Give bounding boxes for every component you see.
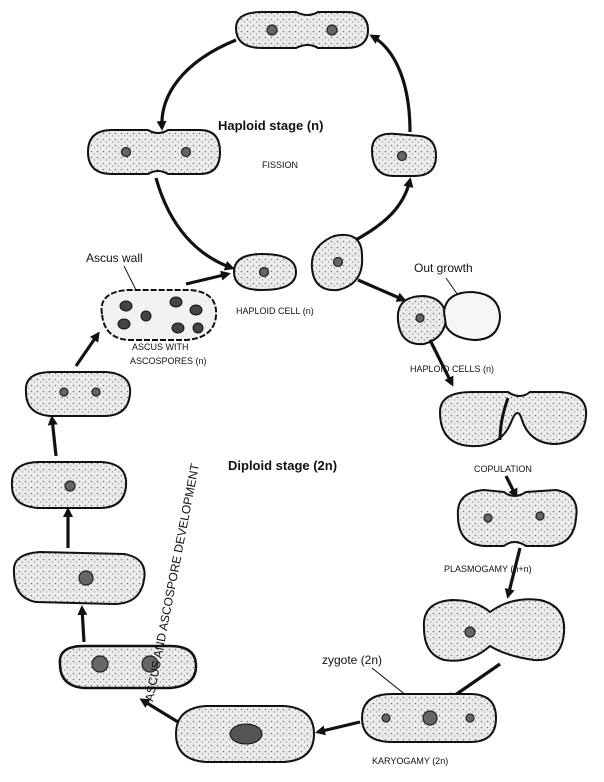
dividing-cell-right [370, 132, 438, 177]
plasmogamy-cells [456, 488, 578, 547]
diploid-stage-label: Diploid stage (2n) [228, 458, 337, 473]
ascus-dev-cell-3 [12, 550, 146, 606]
arrow-left-to-bottom [154, 177, 235, 271]
ascospore-5 [189, 304, 203, 316]
haploid-cells-with-outgrowth [396, 290, 502, 346]
copulation-label: COPULATION [474, 464, 532, 474]
arrow-top-to-left [156, 38, 237, 131]
ascus-dev-cell-4 [10, 461, 128, 509]
arrow-plasmogamy-to-fusion [504, 547, 522, 599]
arrow-zygote-to-ascus-dev [315, 720, 361, 736]
ascospore-1 [119, 300, 133, 312]
karyogamy-label: KARYOGAMY (2n) [372, 756, 448, 766]
ascus-with-label: ASCUS WITH [132, 342, 189, 352]
ascus-dev-cell-2 [58, 644, 198, 690]
zygote-label: zygote (2n) [322, 653, 382, 667]
plasmogamy-label: PLASMOGAMY (n+n) [444, 564, 532, 574]
haploid-cycle: Haploid stage (n) FISSION [86, 11, 438, 271]
haploid-stage-label: Haploid stage (n) [218, 118, 323, 133]
ascospore-7 [192, 322, 204, 334]
haploid-cell-left [232, 252, 298, 292]
copulation-cells [438, 391, 588, 448]
ascospores-label: ASCOSPORES (n) [130, 356, 207, 366]
arrow-outgrowth-to-cells [428, 339, 454, 387]
haploid-cell-right [310, 234, 364, 292]
haploid-cell-label: HAPLOID CELL (n) [236, 306, 314, 316]
ascospore-3 [140, 310, 152, 322]
arrow-dev-4-to-5 [47, 415, 58, 457]
arrow-bottom-to-right [351, 177, 414, 244]
arrow-dev-1-to-2 [139, 698, 179, 724]
dividing-cell-top [234, 11, 370, 49]
arrow-haploid-to-outgrowth [357, 278, 407, 302]
arrow-copulation-to-plasmogamy [504, 475, 518, 499]
zygote-cell [360, 693, 498, 743]
fusing-cells [422, 598, 566, 662]
ascus-wall-label: Ascus wall [86, 251, 143, 265]
arrow-dev-5-to-ascus [74, 331, 100, 367]
arrow-right-to-top [369, 34, 412, 133]
ascus-with-ascospores [100, 289, 218, 341]
ascospore-2 [117, 318, 131, 330]
ascus-dev-cell-1 [174, 705, 316, 763]
dividing-cell-left [86, 129, 222, 175]
ascospore-6 [171, 322, 185, 334]
arrow-ascus-to-haploid [185, 270, 231, 286]
ascospore-4 [169, 296, 183, 308]
ascus-dev-cell-5 [24, 371, 132, 417]
outgrowth-label: Out growth [414, 261, 473, 275]
arrow-dev-2-to-3 [77, 605, 88, 643]
haploid-cells-label: HAPLOID CELLS (n) [410, 364, 494, 374]
fission-label: FISSION [262, 160, 298, 170]
